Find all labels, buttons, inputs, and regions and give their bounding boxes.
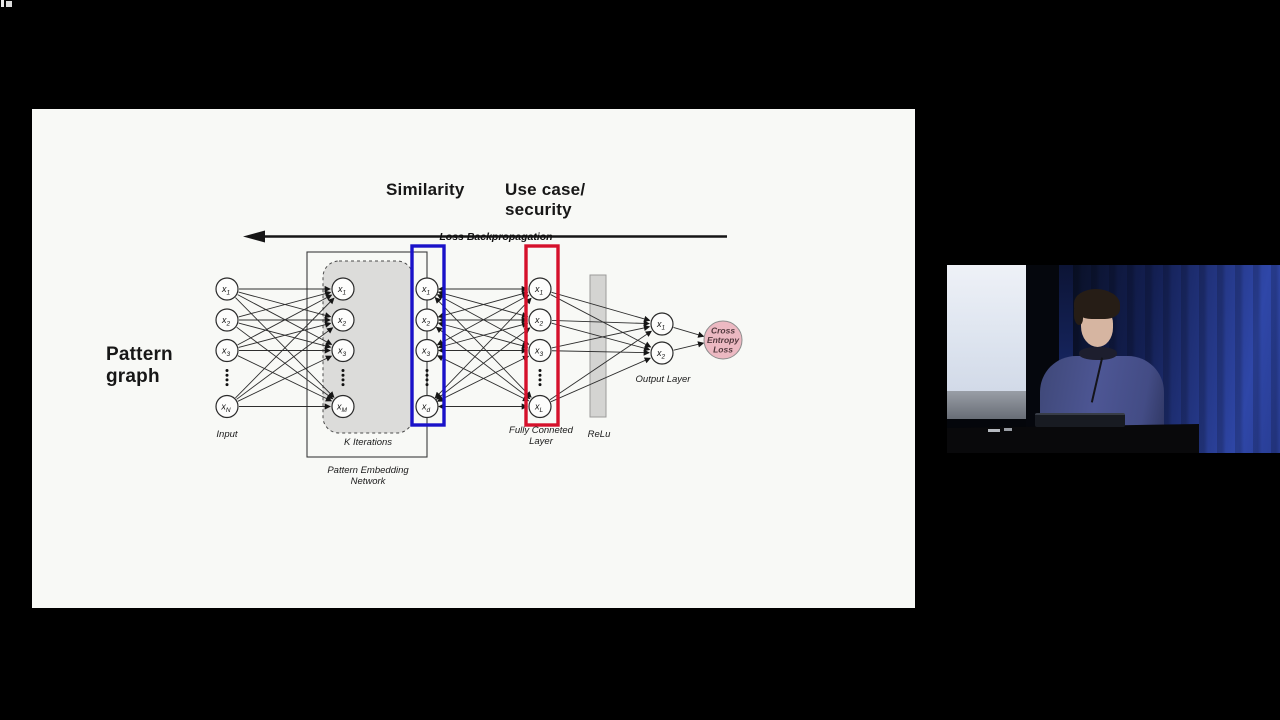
node-circle: [331, 338, 355, 363]
figure-highlight-boxes: [410, 244, 743, 427]
node-circle: [528, 277, 552, 301]
node-label: x3: [337, 346, 347, 359]
pattern-embedding-caption: Pattern Embedding: [327, 465, 409, 476]
backprop-arrowhead: [243, 230, 265, 243]
ellipsis-dot: [225, 373, 229, 377]
ellipsis-dot: [425, 383, 429, 387]
node-label: x3: [421, 346, 431, 359]
ellipsis-dot: [425, 378, 429, 382]
pattern-embedding-caption: Network: [351, 476, 387, 487]
ellipsis-dot: [225, 369, 229, 372]
node-label: x1: [221, 284, 231, 297]
node-label: x1: [656, 319, 666, 332]
output-layer-caption: Output Layer: [636, 374, 692, 385]
speaker-collar: [1079, 347, 1117, 360]
relu-bar: [589, 274, 607, 418]
usecase-highlight-box: [524, 244, 560, 427]
ellipsis-dot: [341, 369, 345, 372]
ellipsis-dot: [425, 369, 429, 372]
laptop: [1035, 413, 1125, 427]
ellipsis-dot: [341, 383, 345, 387]
ellipsis-dot: [225, 383, 229, 387]
ellipsis-dot: [538, 383, 542, 387]
podium-marking: [1004, 428, 1012, 431]
video-artifact: [6, 1, 12, 7]
projection-screen: [947, 265, 1026, 391]
pattern-graph-line1: Pattern: [106, 344, 173, 365]
cross-entropy-caption: Loss: [713, 345, 733, 355]
k-iterations-caption: K Iterations: [344, 437, 392, 448]
node-circle: [650, 341, 674, 365]
pattern-graph-label: Pattern graph: [106, 344, 173, 388]
node-circle: [331, 394, 355, 419]
network-figure: Loss Backpropagation x1 x2 x3 xN x1 x2 x3 xM x1 x2…: [215, 230, 743, 488]
node-circle: [415, 308, 439, 332]
node-label: x2: [337, 315, 347, 328]
node-label: x2: [656, 348, 666, 361]
ellipsis-dot: [538, 373, 542, 377]
node-circle: [215, 308, 239, 332]
node-label: xd: [421, 402, 431, 415]
input-caption: Input: [216, 429, 237, 440]
video-artifact: [1, 0, 4, 7]
node-label: x3: [534, 346, 544, 359]
node-label: x1: [337, 284, 347, 297]
similarity-highlight-box: [410, 244, 446, 427]
pattern-graph-line2: graph: [106, 366, 160, 387]
cross-entropy-caption: Cross: [711, 326, 735, 336]
backprop-arrow-label: Loss Backpropagation: [439, 231, 552, 243]
similarity-label: Similarity: [386, 180, 465, 199]
node-circle: [528, 338, 552, 363]
node-circle: [415, 394, 439, 419]
node-label: xN: [220, 402, 231, 415]
podium: [947, 424, 1199, 453]
ellipsis-dot: [425, 373, 429, 377]
node-circle: [650, 312, 674, 336]
node-circle: [331, 277, 355, 301]
node-circle: [415, 338, 439, 363]
speaker-hair-side: [1074, 309, 1083, 325]
node-circle: [415, 277, 439, 301]
node-label: x1: [421, 284, 431, 297]
node-label: x3: [221, 346, 231, 359]
node-label: x2: [534, 315, 544, 328]
node-circle: [528, 394, 552, 419]
use-case-line1: Use case/: [505, 180, 586, 199]
ellipsis-dot: [341, 378, 345, 382]
ellipsis-dot: [538, 378, 542, 382]
node-circle: [215, 338, 239, 363]
relu-caption: ReLu: [588, 429, 611, 440]
node-label: x2: [221, 315, 231, 328]
node-label: x2: [421, 315, 431, 328]
fully-connected-caption: Layer: [529, 436, 554, 447]
ellipsis-dot: [341, 373, 345, 377]
ellipsis-dot: [538, 369, 542, 372]
fully-connected-caption: Fully Conneted: [509, 425, 574, 436]
figure-connections: [235, 285, 705, 410]
use-case-line2: security: [505, 200, 572, 219]
ellipsis-dot: [225, 378, 229, 382]
speaker-video-feed: [947, 265, 1280, 453]
node-label: xM: [336, 402, 348, 415]
projection-screen-base: [947, 391, 1026, 419]
node-circle: [331, 308, 355, 332]
node-label: x1: [534, 284, 544, 297]
figure-backdrop: Loss Backpropagation: [243, 230, 727, 458]
node-circle: [215, 277, 239, 301]
node-label: xL: [534, 402, 544, 415]
node-circle: [215, 394, 239, 419]
node-circle: [528, 308, 552, 332]
podium-marking: [988, 429, 1000, 432]
cross-entropy-caption: Entropy: [707, 335, 740, 345]
cross-entropy-node: [703, 320, 743, 360]
use-case-label: Use case/ security: [505, 180, 585, 220]
presentation-slide: Pattern graph Similarity Use case/ secur…: [32, 109, 915, 608]
figure-nodes: x1 x2 x3 xN x1 x2 x3 xM x1 x2 x3 xd x1 x2 x3 xL x1 x2: [215, 277, 674, 419]
